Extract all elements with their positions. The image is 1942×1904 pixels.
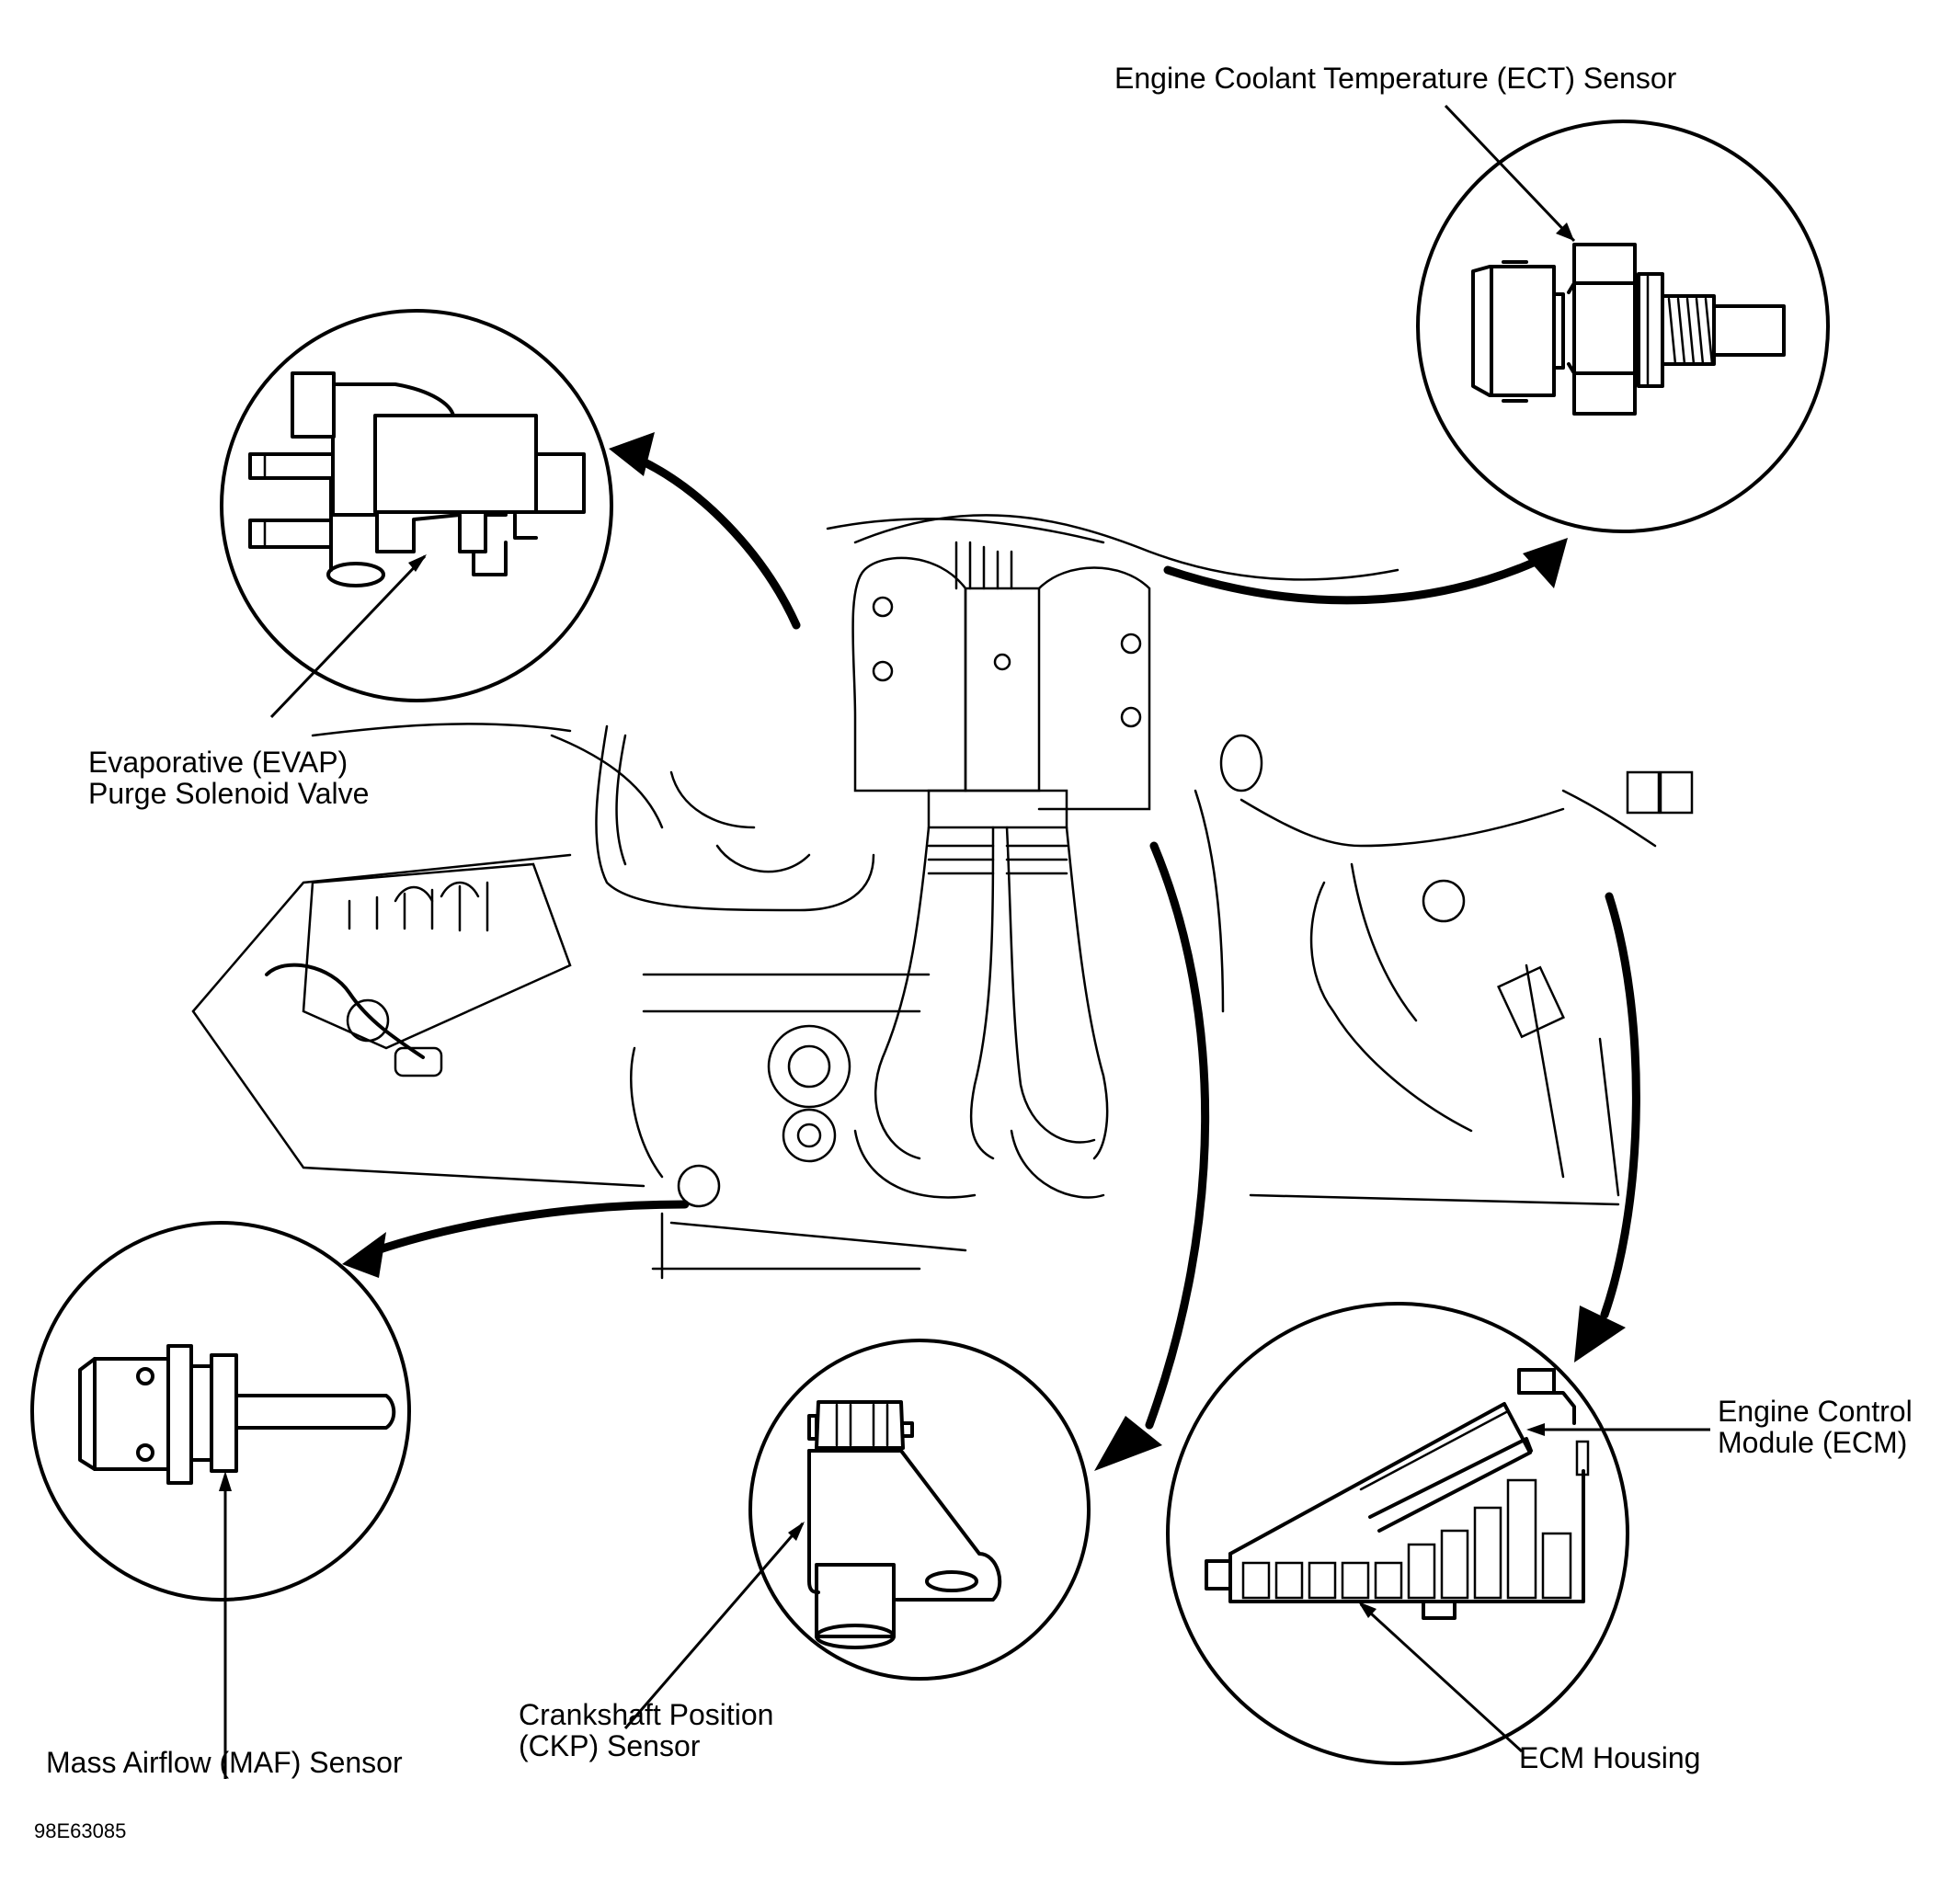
engine-bay-illustration: [191, 514, 1694, 1280]
ecm-module-icon: [1228, 1368, 1576, 1556]
left-hoses: [595, 724, 875, 1179]
maf-detail: [30, 1221, 411, 1779]
intake-hoses: [853, 789, 1109, 1199]
ect-leader-line: [1444, 104, 1576, 243]
evap-detail-circle: [220, 309, 613, 702]
ecm-label-line1: Engine Control: [1718, 1395, 1913, 1428]
ect-detail-circle: [1416, 120, 1830, 533]
ckp-sensor-icon: [807, 1400, 1002, 1649]
arrow-to-ecm-head: [1574, 1305, 1626, 1362]
evap-leader-arrowhead: [408, 554, 427, 572]
maf-leader-arrowhead: [219, 1471, 232, 1491]
wiring-harness: [1194, 734, 1694, 1206]
maf-label: Mass Airflow (MAF) Sensor: [46, 1746, 403, 1779]
maf-sensor-icon: [78, 1344, 396, 1485]
ecm-leader-arrowhead: [1526, 1423, 1545, 1436]
evap-label-line1: Evaporative (EVAP): [88, 746, 348, 779]
ckp-detail-circle: [748, 1339, 1091, 1681]
ckp-detail: [623, 1339, 1091, 1729]
callout-arrows: [342, 432, 1640, 1471]
ect-detail: [1416, 104, 1830, 533]
ect-label: Engine Coolant Temperature (ECT) Sensor: [1114, 62, 1677, 95]
evap-detail: [220, 309, 613, 719]
ecm-housing-icon: [1205, 1440, 1590, 1620]
ckp-label-line2: (CKP) Sensor: [519, 1729, 701, 1762]
figure-id: 98E63085: [34, 1819, 127, 1842]
engine-pulleys: [642, 973, 967, 1280]
ecm-housing-leader-arrowhead: [1358, 1602, 1377, 1618]
arrow-to-maf: [372, 1200, 690, 1255]
ckp-label-line1: Crankshaft Position: [519, 1698, 774, 1731]
ecm-label-line2: Module (ECM): [1718, 1426, 1908, 1459]
ect-sensor-icon: [1471, 243, 1786, 416]
arrow-to-ckp-head: [1094, 1416, 1162, 1471]
arrow-to-ect-head: [1523, 538, 1568, 588]
arrow-to-ckp: [1145, 841, 1210, 1430]
ecm-housing-leader-line: [1359, 1602, 1524, 1753]
arrow-to-evap: [634, 455, 801, 630]
ecm-housing-label: ECM Housing: [1519, 1741, 1701, 1774]
ecm-detail: [1166, 1302, 1710, 1765]
ect-leader-arrowhead: [1556, 222, 1574, 241]
arrow-to-ecm: [1600, 892, 1640, 1319]
arrow-to-ect: [1163, 556, 1542, 605]
ckp-leader-arrowhead: [788, 1522, 805, 1541]
ckp-leader-line: [623, 1522, 805, 1729]
air-cleaner-box: [265, 862, 572, 1077]
engine-cam-covers: [851, 541, 1151, 811]
evap-leader-line: [269, 554, 427, 719]
arrow-to-maf-head: [342, 1232, 386, 1278]
evap-label-line2: Purge Solenoid Valve: [88, 777, 370, 810]
arrow-to-evap-head: [609, 432, 655, 476]
maf-detail-circle: [30, 1221, 411, 1602]
evap-valve-icon: [248, 371, 586, 587]
